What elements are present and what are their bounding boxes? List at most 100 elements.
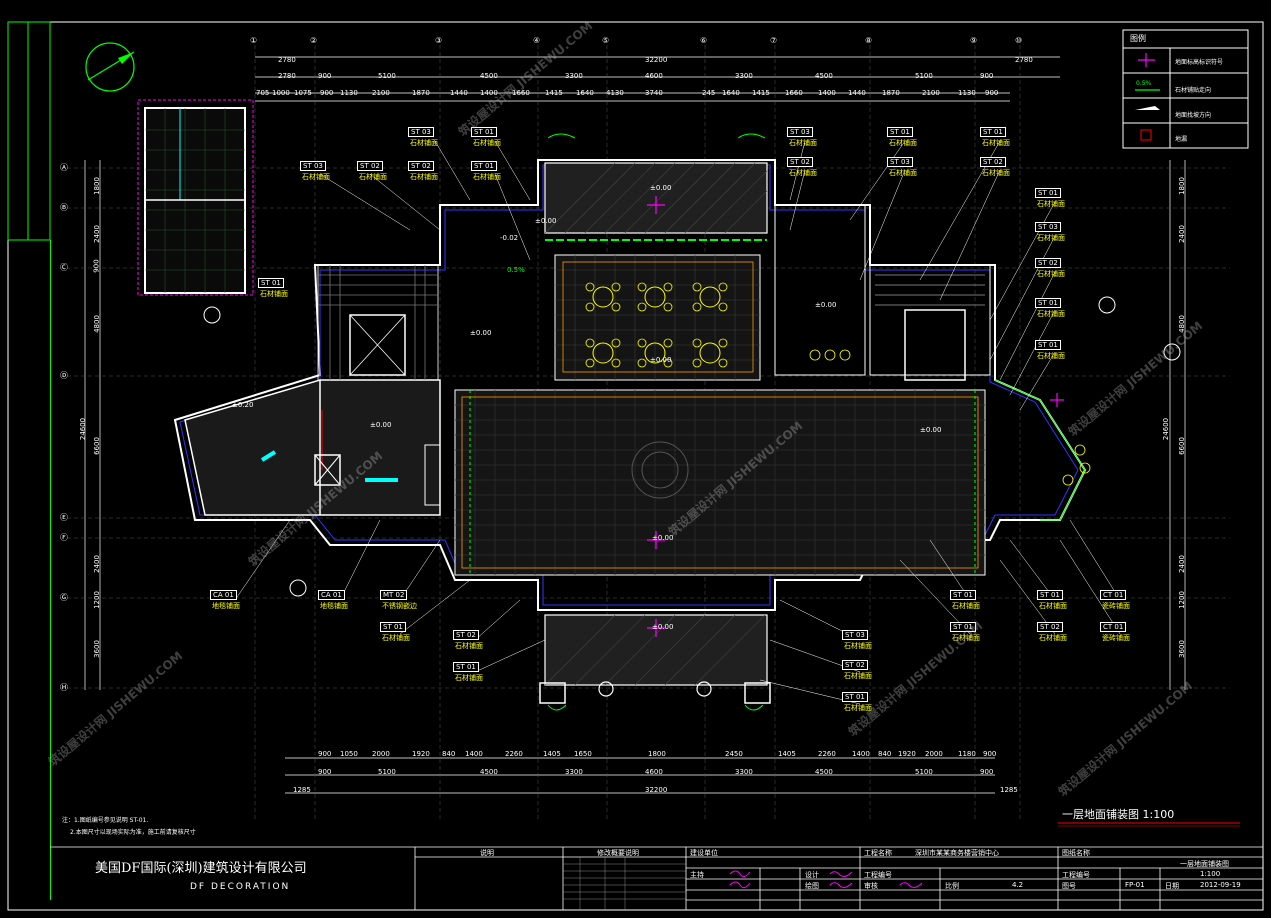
callout-desc: 石材铺面 [952, 602, 980, 610]
dim-top-right: 2780 [1015, 56, 1033, 64]
callout-desc: 石材铺面 [382, 634, 410, 642]
dim-bottom1: 900 [318, 750, 332, 758]
callout-tag: ST 03 [300, 161, 326, 171]
desc-header: 说明 [480, 849, 494, 857]
dim-bottom1: 1920 [898, 750, 916, 758]
section-markers [203, 296, 1181, 597]
grid-bubble: ① [250, 36, 258, 45]
drawing-no-label: 图号 [1062, 882, 1076, 890]
dim-top3: 1400 [480, 89, 498, 97]
dim-bottom2: 900 [980, 768, 994, 776]
dim-right: 6600 [1177, 437, 1186, 455]
dim-bottom2: 4500 [815, 768, 833, 776]
project-no-label-2: 工程编号 [1062, 871, 1090, 879]
project-no-label: 工程编号 [864, 871, 892, 879]
dim-bottom1: 1920 [412, 750, 430, 758]
scale-value: 1:100 [1200, 870, 1221, 878]
dim-right-total: 24600 [1162, 417, 1171, 441]
dim-bottom1: 2260 [505, 750, 523, 758]
callout-desc: 石材铺面 [1039, 602, 1067, 610]
dim-top3: 1075 [294, 89, 312, 97]
grid-bubble: Ⓑ [60, 203, 68, 212]
dim-top3: 705 [256, 89, 270, 97]
dim-top3: 1640 [722, 89, 740, 97]
dim-top3: 1640 [576, 89, 594, 97]
left-strip [7, 21, 51, 241]
dim-top2: 4500 [815, 72, 833, 80]
callout-tag: ST 02 [1037, 622, 1063, 632]
grid-bubble: ⑧ [865, 36, 873, 45]
left-lounge [184, 379, 441, 516]
dim-top2: 900 [318, 72, 332, 80]
grid-bubble: ⑥ [700, 36, 708, 45]
callout-desc: 石材铺面 [1039, 634, 1067, 642]
callout-tag: CA 01 [318, 590, 345, 600]
callout-desc: 石材铺面 [1037, 310, 1065, 318]
note-line-1: 注：1.图纸编号参见说明 ST-01. [62, 817, 149, 824]
callout-tag: ST 01 [453, 662, 479, 672]
callout-tag: MT 02 [380, 590, 408, 600]
grid-bubble: Ⓒ [60, 263, 68, 272]
dim-top3: 3740 [645, 89, 663, 97]
elevation-label: ±0.00 [920, 426, 942, 434]
dim-bottom2: 4500 [480, 768, 498, 776]
dim-bottom1: 2000 [925, 750, 943, 758]
dim-top2: 3300 [565, 72, 583, 80]
callout-tag: ST 01 [842, 692, 868, 702]
dim-left: 2400 [92, 225, 101, 243]
dim-top3: 245 [702, 89, 716, 97]
legend-item-floor-drain: 地漏 [1175, 136, 1188, 143]
dim-bottom1: 1800 [648, 750, 666, 758]
right-fixtures [809, 349, 1091, 486]
callout-tag: ST 02 [980, 157, 1006, 167]
legend-title: 图例 [1130, 34, 1146, 43]
callout-desc: 石材铺面 [1037, 270, 1065, 278]
callout-desc: 瓷砖铺面 [1102, 602, 1130, 610]
callout-tag: ST 01 [950, 590, 976, 600]
dim-top3: 1130 [958, 89, 976, 97]
signatures [729, 870, 923, 889]
dim-bottom2: 5100 [915, 768, 933, 776]
dim-bottom1: 2450 [725, 750, 743, 758]
dim-top3: 1440 [848, 89, 866, 97]
dim-left-total: 24600 [79, 417, 88, 441]
callout-desc: 石材铺面 [473, 173, 501, 181]
dim-bottom1: 840 [442, 750, 456, 758]
elevation-label: -0.02 [500, 234, 519, 242]
dim-top3: 1660 [785, 89, 803, 97]
dim-top3: 4130 [606, 89, 624, 97]
callout-desc: 石材铺面 [844, 672, 872, 680]
callout-desc: 瓷砖铺面 [1102, 634, 1130, 642]
callout-tag: ST 02 [453, 630, 479, 640]
elevator [314, 444, 441, 506]
dim-bottom1: 1405 [543, 750, 561, 758]
main-building [173, 159, 1087, 611]
dim-top3: 1415 [545, 89, 563, 97]
callout-tag: ST 01 [1037, 590, 1063, 600]
dim-bottom1: 1400 [465, 750, 483, 758]
dim-top3: 1660 [512, 89, 530, 97]
check-label: 审核 [864, 882, 878, 890]
dim-bottom2: 3300 [565, 768, 583, 776]
callout-desc: 石材铺面 [789, 169, 817, 177]
legend-item-drain-slope: 地面找坡方向 [1175, 112, 1212, 119]
elevation-label: ±0.00 [650, 184, 672, 192]
elevation-markers [647, 196, 1064, 637]
callout-desc: 石材铺面 [889, 139, 917, 147]
project-label: 工程名称 [864, 849, 892, 857]
legend-item-elevation: 地面标高标识符号 [1175, 59, 1224, 66]
callout-desc: 石材铺面 [889, 169, 917, 177]
dim-bottom1: 2260 [818, 750, 836, 758]
callout-tag: CT 01 [1100, 590, 1127, 600]
callout-tag: ST 01 [471, 127, 497, 137]
revision-header: 修改概要说明 [597, 849, 639, 857]
dim-top2: 5100 [915, 72, 933, 80]
callout-desc: 石材铺面 [359, 173, 387, 181]
callout-tag: ST 02 [357, 161, 383, 171]
dim-left: 900 [92, 259, 101, 273]
callout-tag: ST 01 [380, 622, 406, 632]
dim-bottom1: 2000 [372, 750, 390, 758]
grid-bubble: ⑩ [1015, 36, 1023, 45]
callout-desc: 石材铺面 [455, 674, 483, 682]
dim-bottom1: 1400 [852, 750, 870, 758]
